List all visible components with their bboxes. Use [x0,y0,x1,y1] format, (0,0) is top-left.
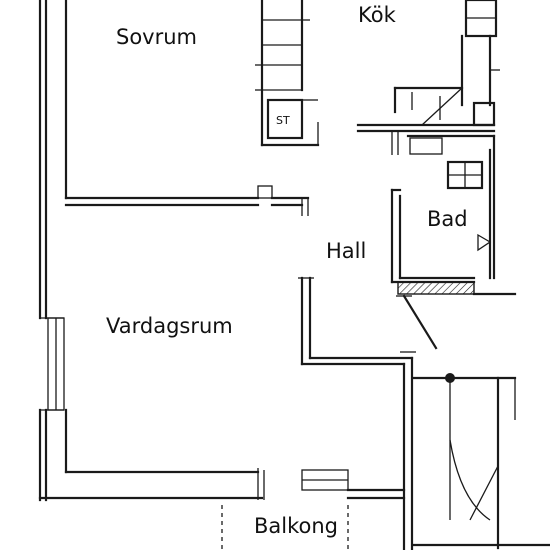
room-label-vardagsrum: Vardagsrum [106,314,233,338]
room-label-sovrum: Sovrum [116,25,197,49]
kitchen-counter [460,0,500,127]
room-label-hall: Hall [326,239,366,263]
room-label-balkong: Balkong [254,514,338,538]
bathroom-door [396,294,438,350]
storage-closet: ST [260,98,320,147]
hall-partition [298,276,416,550]
storage-label: ST [276,114,290,127]
bedroom-living-partition [64,185,310,216]
room-label-bad: Bad [427,207,468,231]
balcony-door [301,469,406,500]
shower-floor [397,281,475,295]
south-wall [38,408,265,500]
west-window [40,317,65,411]
kitchen-lower-counter [356,86,496,155]
bathroom-cabinet [446,160,484,190]
west-wall [38,0,48,502]
front-door-area [412,373,550,550]
washbasin-icon [477,233,492,252]
wardrobes [255,0,310,147]
room-label-kok: Kök [358,3,397,27]
